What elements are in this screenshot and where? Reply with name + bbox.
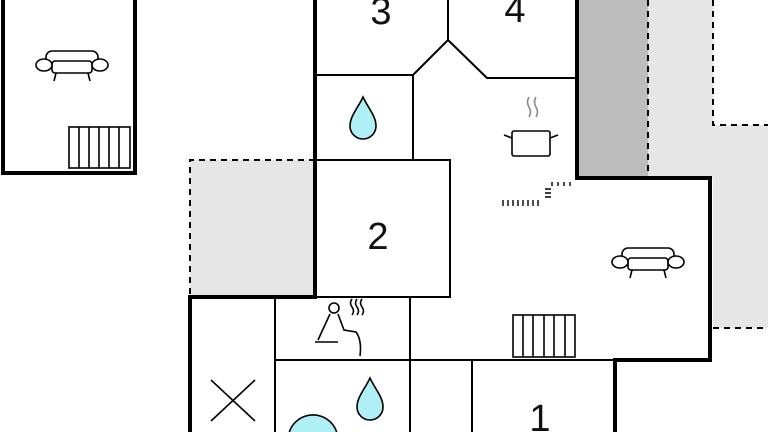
dashed-boundary-right	[647, 0, 768, 329]
water-drop-icon	[349, 95, 377, 140]
sauna-icon	[315, 298, 365, 357]
radiator-icon	[512, 314, 576, 358]
main-wall-right	[575, 0, 712, 432]
room-label-3: 3	[370, 0, 391, 33]
interior-walls	[274, 0, 615, 432]
shaded-area-right	[648, 0, 768, 328]
dark-area	[577, 0, 648, 178]
stairs-icon	[502, 182, 571, 206]
main-wall-left	[188, 0, 317, 432]
water-drop-icon	[356, 376, 384, 421]
room-label-2: 2	[367, 216, 388, 258]
cooking-pot-icon	[503, 96, 559, 157]
sofa-icon	[611, 247, 685, 279]
sofa-icon	[35, 50, 109, 82]
room-top-left-walls	[1, 0, 137, 175]
x-mark-icon	[210, 379, 256, 422]
radiator-icon	[68, 126, 131, 169]
room-label-4: 4	[504, 0, 525, 31]
round-tub-icon	[288, 414, 338, 432]
dashed-boundary-left	[189, 159, 315, 297]
shaded-area-left	[190, 160, 315, 297]
room-label-1: 1	[529, 398, 550, 432]
